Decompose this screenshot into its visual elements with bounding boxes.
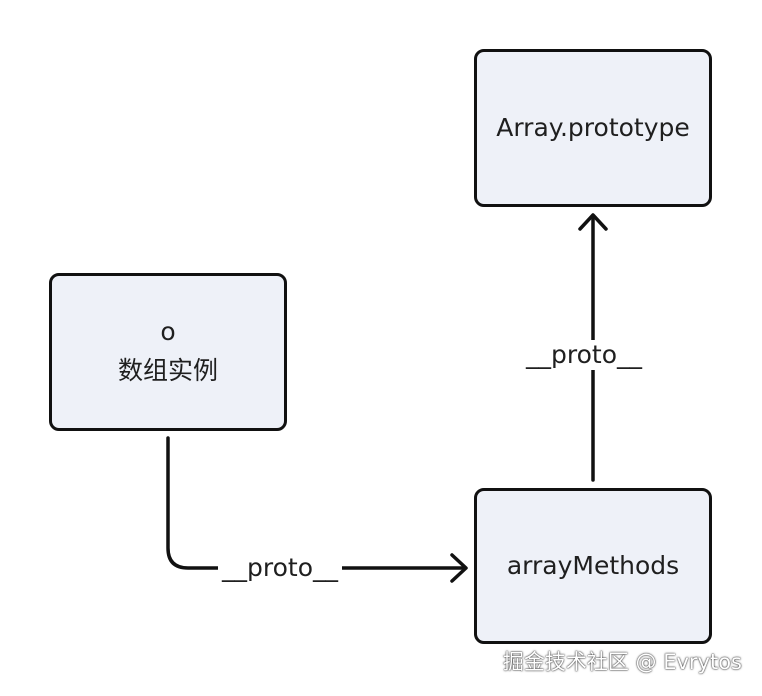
edge-label-methods-to-prototype: __proto__ xyxy=(522,340,646,370)
arrowhead-o-to-methods xyxy=(450,553,468,583)
node-array-methods: arrayMethods xyxy=(474,488,712,644)
node-array-instance-name: o xyxy=(160,317,176,347)
node-array-methods-label: arrayMethods xyxy=(506,550,680,580)
node-array-prototype-label: Array.prototype xyxy=(496,112,690,142)
connector-o-to-methods xyxy=(166,436,464,570)
node-array-instance-caption: 数组实例 xyxy=(117,356,218,385)
arrowhead-methods-to-prototype xyxy=(578,213,608,231)
watermark: 掘金技术社区 @ Evrytos xyxy=(502,650,742,674)
edge-label-o-to-methods: __proto__ xyxy=(218,553,342,583)
node-array-prototype: Array.prototype xyxy=(474,49,712,207)
node-array-instance: o 数组实例 xyxy=(49,273,287,431)
